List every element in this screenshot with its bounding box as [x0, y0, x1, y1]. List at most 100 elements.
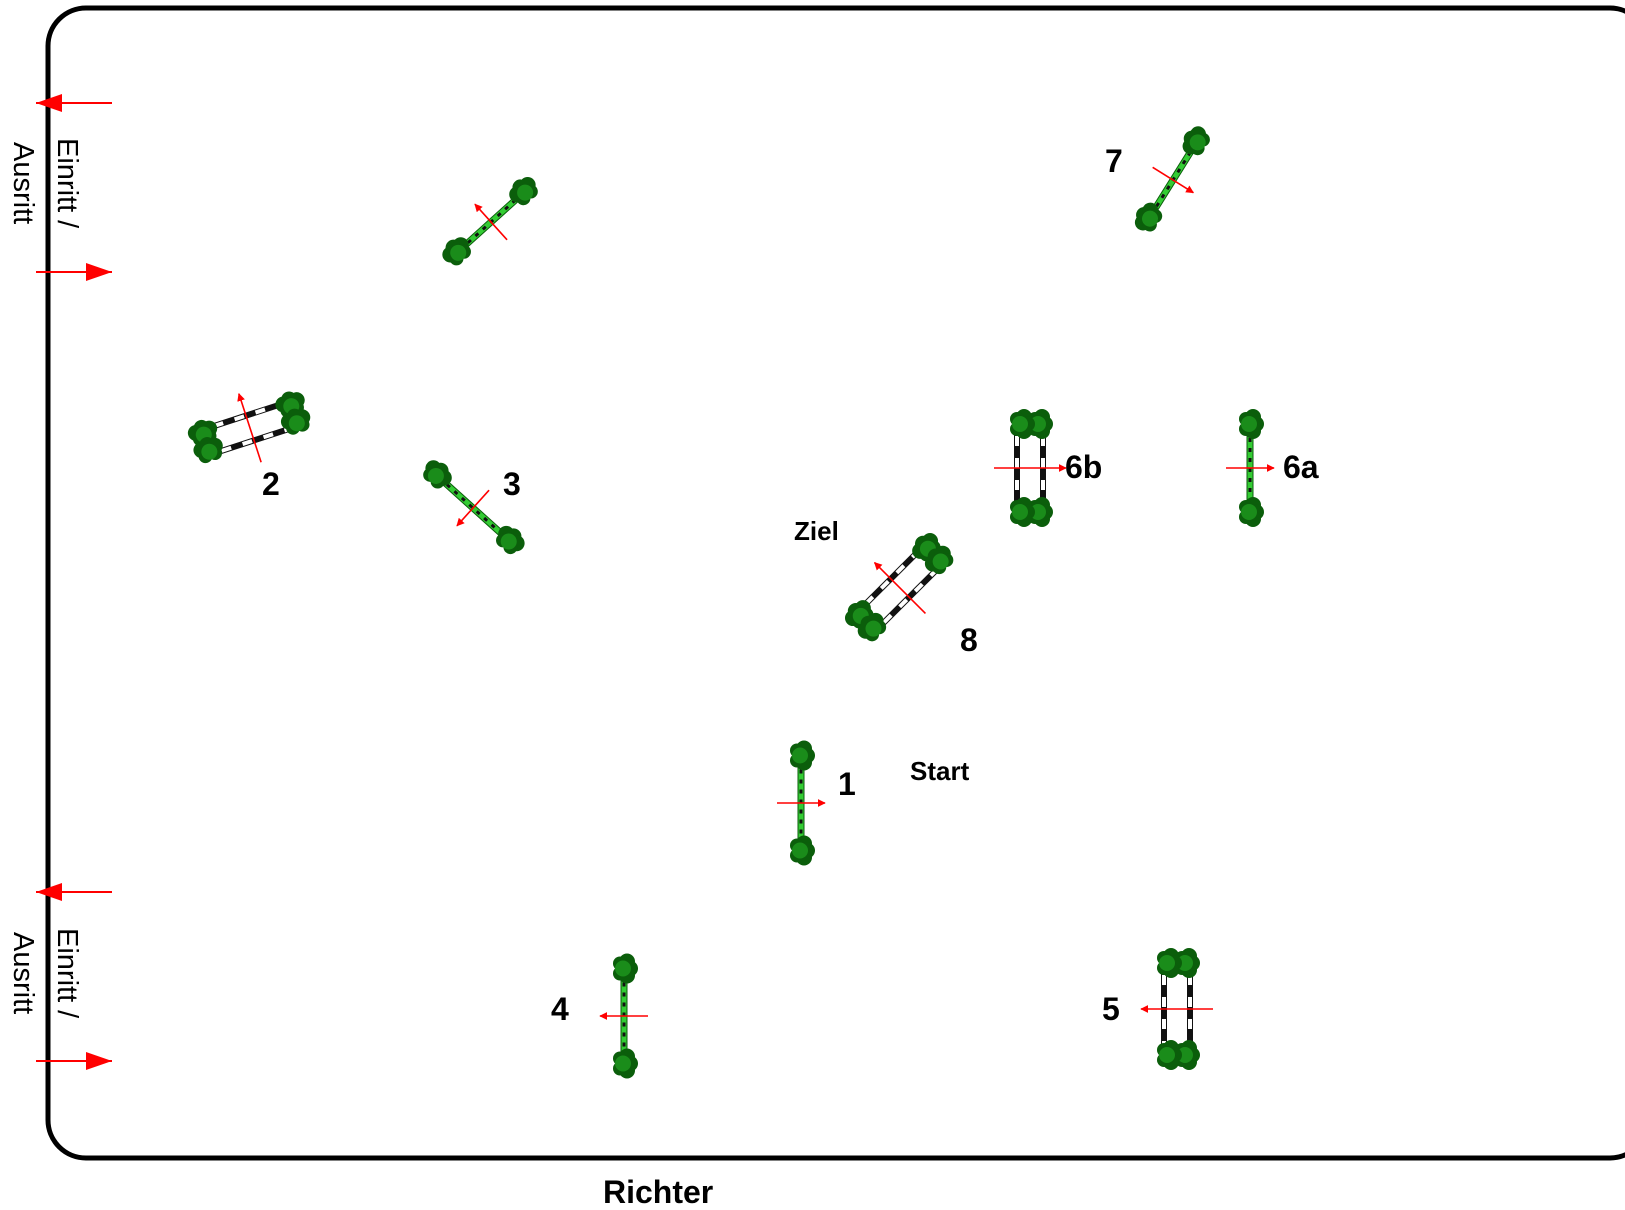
wing-left-icon [613, 953, 638, 984]
arena-border [45, 5, 1625, 1161]
foliage-blob [288, 415, 305, 432]
pole-stripe [1248, 438, 1252, 442]
pole-stripe [1181, 159, 1187, 165]
foliage-blob [427, 467, 444, 484]
wing-left-icon [193, 437, 223, 464]
wing-left-icon [857, 612, 887, 642]
wing-left-icon [1175, 948, 1200, 978]
wing-right-icon [1010, 497, 1035, 527]
foliage-blob [1142, 210, 1159, 227]
exit-arrow-head [36, 94, 62, 112]
pole-stripe [898, 598, 909, 609]
pole-stripe [622, 1032, 626, 1037]
pole-stripe [1015, 436, 1019, 446]
pole-stripe [1162, 997, 1166, 1007]
pole-stripe [474, 232, 480, 238]
wing-left-icon [1157, 948, 1182, 978]
obstacle-warmup [442, 176, 538, 266]
wing-left-icon [790, 740, 815, 771]
pole-stripe [1160, 193, 1166, 199]
pole-stripe [496, 212, 502, 218]
direction-arrow [237, 393, 262, 463]
pole-stripe [241, 439, 253, 446]
foliage-blob [615, 960, 631, 977]
pole-stripe [799, 809, 803, 814]
pole-stripe [1176, 168, 1182, 174]
pole-stripe [481, 225, 487, 231]
foliage-blob [1177, 955, 1193, 971]
pole-stripe [233, 414, 245, 422]
pole-stripe [1041, 458, 1045, 468]
exit-arrow-head [36, 883, 62, 901]
obstacle-2 [187, 391, 311, 464]
wing-right-icon [1157, 1040, 1182, 1070]
pole-stripe [483, 516, 489, 522]
foliage-blob [517, 184, 534, 201]
entrance-bottom-line1: Einritt / [51, 928, 83, 1019]
obstacle-number-6b: 6b [1065, 449, 1102, 485]
foliage-blob [500, 533, 517, 550]
pole-stripe [799, 779, 803, 784]
direction-arrow [1152, 166, 1195, 194]
pole-stripe [879, 579, 890, 590]
pole-stripe [799, 789, 803, 794]
wing-left-icon [442, 237, 471, 266]
obstacle-8 [844, 532, 954, 642]
pole-stripe [1162, 1019, 1166, 1029]
foliage-blob [1159, 955, 1175, 971]
pole-stripe [475, 510, 481, 516]
wing-right-icon [924, 545, 954, 575]
obstacle-6a [1226, 409, 1275, 527]
pole-stripe [622, 982, 626, 987]
wing-left-icon [423, 460, 452, 489]
start-label: Start [910, 756, 970, 786]
foliage-blob [1189, 134, 1206, 151]
foliage-blob [1030, 416, 1046, 432]
wing-left-icon [1010, 409, 1035, 439]
obstacle-number-7: 7 [1105, 143, 1123, 179]
direction-arrow [873, 561, 927, 615]
finish-label: Ziel [794, 516, 839, 546]
pole-stripe [622, 1042, 626, 1047]
wing-right-icon [496, 525, 525, 555]
direction-arrow [456, 489, 490, 527]
obstacle-7 [1134, 126, 1210, 232]
pole-stripe [799, 829, 803, 834]
foliage-blob [1012, 504, 1028, 520]
foliage-blob [865, 620, 882, 637]
pole-stripe [1188, 1019, 1192, 1029]
pole-stripe [453, 490, 459, 496]
wing-left-icon [1239, 409, 1264, 439]
obstacle-number-1: 1 [838, 766, 856, 802]
wing-right-icon [280, 408, 311, 435]
foliage-blob [792, 747, 808, 764]
foliage-blob [1030, 504, 1046, 520]
pole-stripe [895, 564, 906, 575]
pole-stripe [1248, 488, 1252, 492]
entrance-bottom: Einritt / Ausritt [7, 883, 112, 1070]
pole-stripe [468, 503, 474, 509]
obstacle-6b [994, 409, 1067, 527]
pole-stripe [1248, 458, 1252, 462]
pole-stripe [1248, 468, 1252, 472]
foliage-blob [792, 842, 808, 859]
entry-arrow-head [86, 263, 112, 281]
obstacle-number-6a: 6a [1283, 449, 1319, 485]
pole-stripe [1248, 478, 1252, 482]
wing-left-icon [187, 419, 218, 447]
pole-stripe [262, 432, 274, 440]
foliage-blob [615, 1055, 631, 1072]
pole-stripe [1165, 185, 1171, 191]
direction-arrow [474, 203, 508, 241]
pole-stripe [799, 769, 803, 774]
foliage-blob [1241, 504, 1257, 520]
foliage-blob [1177, 1047, 1193, 1063]
obstacle-number-2: 2 [262, 466, 280, 502]
obstacle-number-3: 3 [503, 466, 521, 502]
pole-stripe [1015, 458, 1019, 468]
obstacle-number-5: 5 [1102, 991, 1120, 1027]
foliage-blob [1012, 416, 1028, 432]
pole-stripe [799, 819, 803, 824]
pole-stripe [1188, 997, 1192, 1007]
